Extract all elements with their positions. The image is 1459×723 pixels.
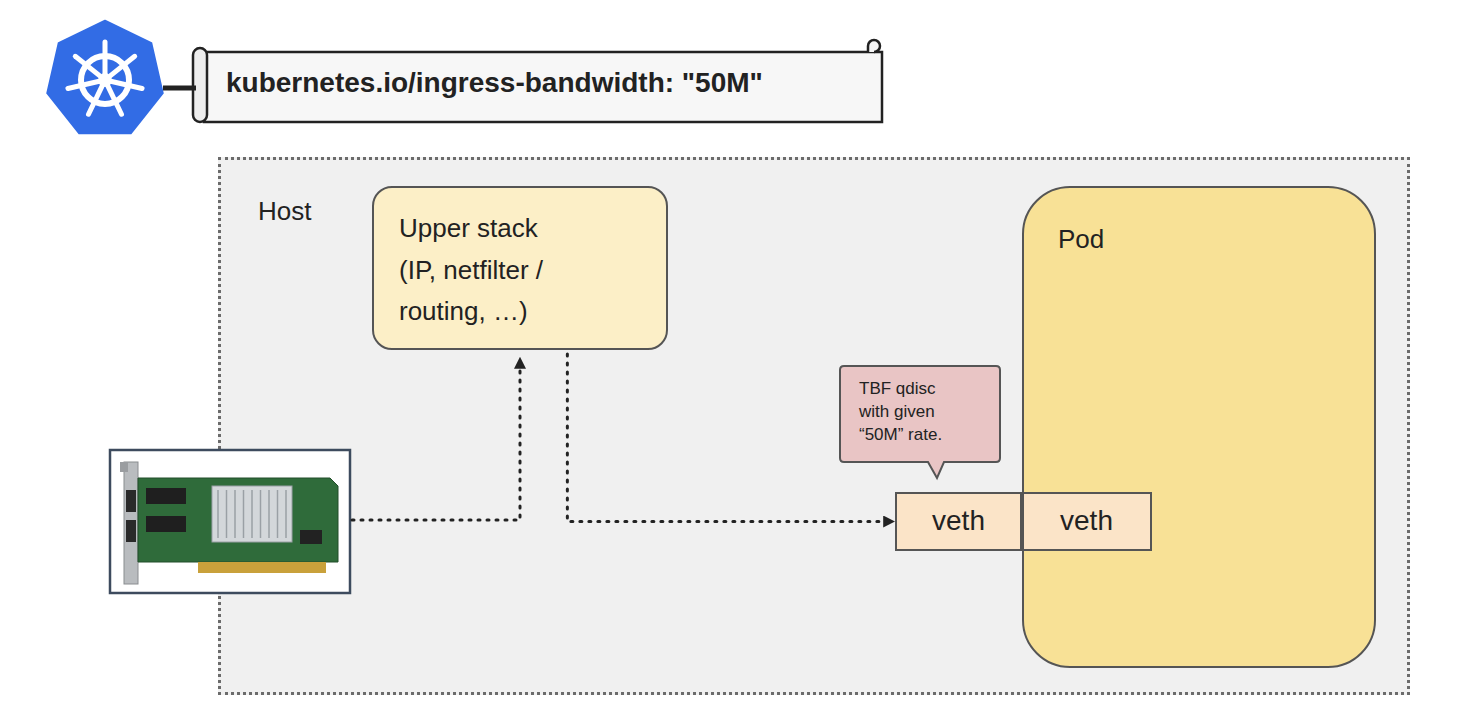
nic-fin xyxy=(217,490,219,538)
nic-chip xyxy=(300,530,322,544)
kubernetes-logo xyxy=(45,18,166,136)
nic-frame xyxy=(110,450,350,593)
nic-bracket-tab xyxy=(120,462,128,472)
logo-spokes xyxy=(68,42,142,114)
dotted-arrow xyxy=(567,354,894,522)
logo-spoke xyxy=(108,86,121,114)
node-text: Pod xyxy=(1058,224,1374,255)
nic-fin xyxy=(226,490,228,538)
nic-port xyxy=(126,490,136,512)
node-text: Upper stack (IP, netfilter / routing, …) xyxy=(399,208,569,333)
callout-note: TBF qdisc with given “50M” rate. xyxy=(840,366,1000,462)
logo-spoke xyxy=(112,82,142,89)
nic-fin xyxy=(234,490,236,538)
logo-hub xyxy=(98,73,112,87)
logo-connector xyxy=(163,86,196,91)
nic-fin xyxy=(268,490,270,538)
pod-box: Pod veth xyxy=(1022,186,1376,668)
veth-box: veth xyxy=(895,492,1022,551)
process-box: Upper stack (IP, netfilter / routing, …) xyxy=(372,186,668,350)
logo-wheel xyxy=(81,56,129,104)
logo-spoke xyxy=(110,56,134,75)
node-text: veth xyxy=(932,506,985,537)
logo-spoke xyxy=(89,86,102,114)
nic-picture xyxy=(110,450,350,593)
annotation-scroll: kubernetes.io/ingress-bandwidth: "50M" xyxy=(190,40,890,126)
nic-cage xyxy=(146,488,186,504)
logo-spoke xyxy=(103,42,108,73)
nic-port xyxy=(126,520,136,542)
nic-fins xyxy=(218,490,286,538)
nic-contacts xyxy=(198,562,326,573)
node-text: veth xyxy=(1060,506,1113,537)
nic-fin xyxy=(251,490,253,538)
host-region: HostUpper stack (IP, netfilter / routing… xyxy=(218,157,1410,695)
node-text: TBF qdisc with given “50M” rate. xyxy=(859,378,959,447)
logo-spoke xyxy=(75,56,99,75)
logo-spoke xyxy=(68,82,98,89)
nic-cage xyxy=(146,516,186,532)
callout-bubble xyxy=(840,366,1000,478)
nic-fin xyxy=(260,490,262,538)
scroll-curl xyxy=(868,40,880,52)
nic-bracket xyxy=(124,462,138,584)
scroll-roll xyxy=(193,48,207,122)
node-text: kubernetes.io/ingress-bandwidth: "50M" xyxy=(226,66,763,100)
nic-fin xyxy=(243,490,245,538)
nic-fin xyxy=(285,490,287,538)
nic-board xyxy=(138,478,338,562)
nic-to-stack-arrow xyxy=(352,358,520,520)
veth-box: veth xyxy=(1022,492,1152,551)
scroll-body xyxy=(204,52,882,122)
nic-heatsink xyxy=(212,486,292,542)
logo-heptagon xyxy=(45,18,166,136)
nic-fin xyxy=(277,490,279,538)
